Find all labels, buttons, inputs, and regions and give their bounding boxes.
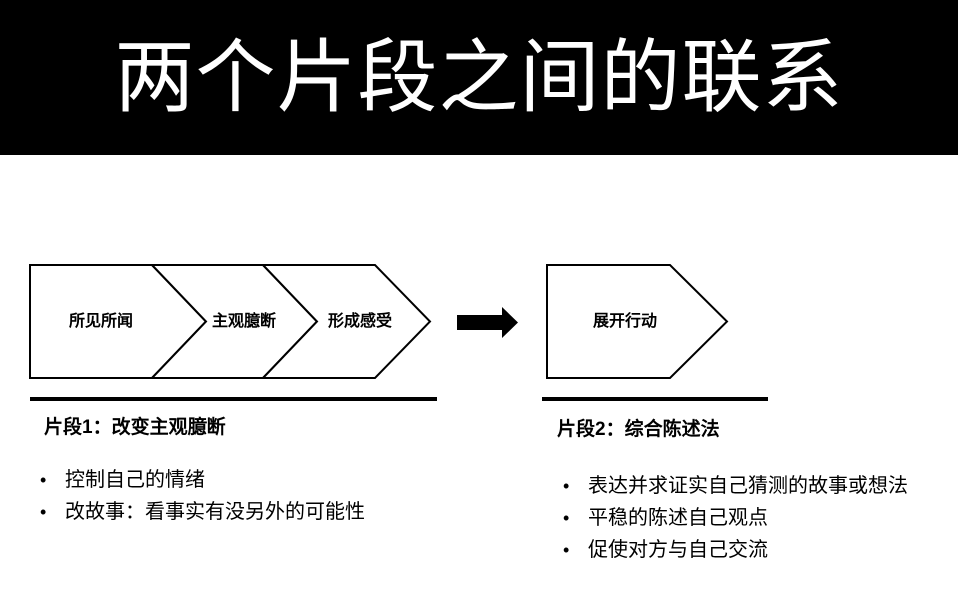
list-item-text: 平稳的陈述自己观点 (588, 507, 768, 529)
process-step-label-3: 形成感受 (327, 313, 392, 330)
process-step-shape-4 (546, 264, 729, 379)
process-step-label-1: 所见所闻 (68, 313, 133, 330)
flow-arrow-icon (457, 307, 518, 338)
list-item-text: 促使对方与自己交流 (588, 539, 768, 561)
bullet-list-fragment-2: • 表达并求证实自己猜测的故事或想法 • 平稳的陈述自己观点 • 促使对方与自己… (563, 470, 943, 566)
bullet-icon: • (40, 470, 47, 490)
section-heading-fragment-2: 片段2：综合陈述法 (557, 419, 720, 440)
bullet-icon: • (563, 508, 570, 528)
process-step-label-2: 主观臆断 (211, 313, 276, 330)
section-heading-fragment-1: 片段1：改变主观臆断 (44, 417, 226, 438)
list-item: • 平稳的陈述自己观点 (563, 502, 943, 534)
bullet-icon: • (563, 540, 570, 560)
bullet-icon: • (563, 476, 570, 496)
bullet-icon: • (40, 502, 47, 522)
process-result-label: 展开行动 (592, 313, 657, 330)
section-divider-line-1 (30, 397, 437, 401)
title-banner: 两个片段之间的联系 (0, 0, 958, 155)
list-item-text: 改故事：看事实有没另外的可能性 (65, 501, 365, 523)
list-item-text: 表达并求证实自己猜测的故事或想法 (588, 475, 908, 497)
process-step-shape-3 (260, 264, 432, 379)
list-item-text: 控制自己的情绪 (65, 469, 205, 491)
list-item: • 控制自己的情绪 (40, 464, 480, 496)
list-item: • 表达并求证实自己猜测的故事或想法 (563, 470, 943, 502)
slide-title: 两个片段之间的联系 (114, 32, 844, 122)
section-divider-line-2 (542, 397, 768, 401)
list-item: • 促使对方与自己交流 (563, 534, 943, 566)
bullet-list-fragment-1: • 控制自己的情绪 • 改故事：看事实有没另外的可能性 (40, 464, 480, 528)
list-item: • 改故事：看事实有没另外的可能性 (40, 496, 480, 528)
